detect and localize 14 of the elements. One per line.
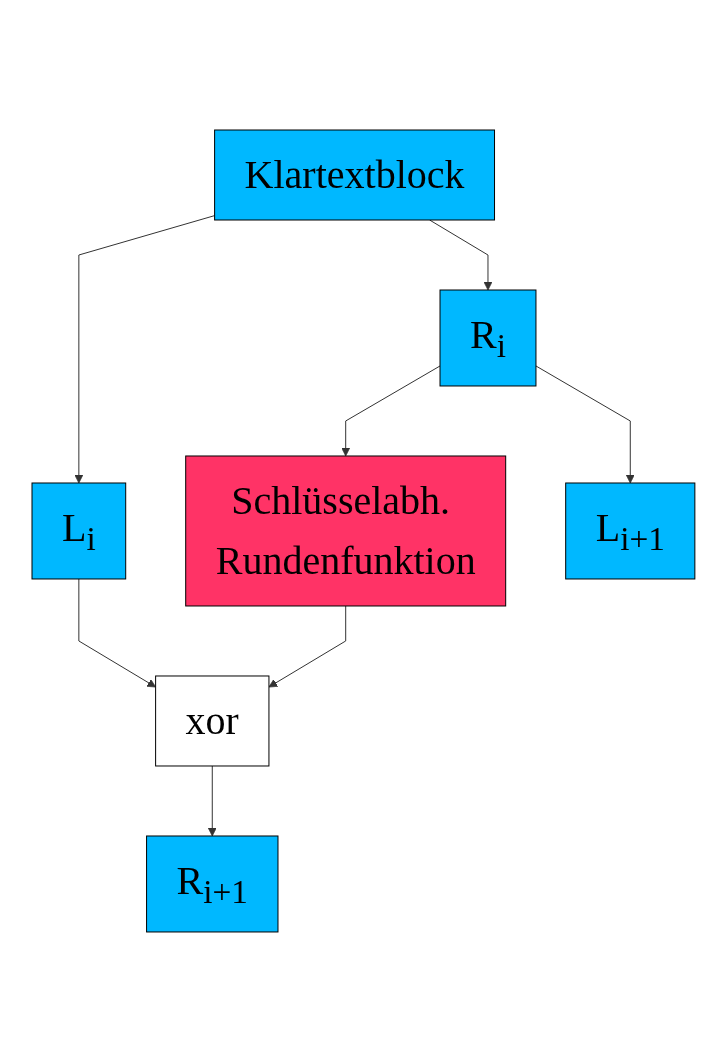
node-box: R$_{i+1}$ xyxy=(145,835,279,932)
node-box: Schlüsselabh. Rundenfunktion xyxy=(184,455,506,606)
arrow xyxy=(268,605,346,687)
node-box: L$_{i+1}$ xyxy=(564,482,695,579)
node-box: R$_{i}$ xyxy=(439,289,536,386)
arrow xyxy=(340,365,441,456)
node-box: xor xyxy=(154,675,269,766)
arrow xyxy=(207,765,217,836)
arrow xyxy=(535,365,635,483)
node-box: L$_{i}$ xyxy=(31,482,126,579)
node-box: Klartextblock xyxy=(213,129,495,220)
arrow xyxy=(74,214,215,483)
arrow xyxy=(77,578,156,687)
arrow xyxy=(428,219,492,290)
